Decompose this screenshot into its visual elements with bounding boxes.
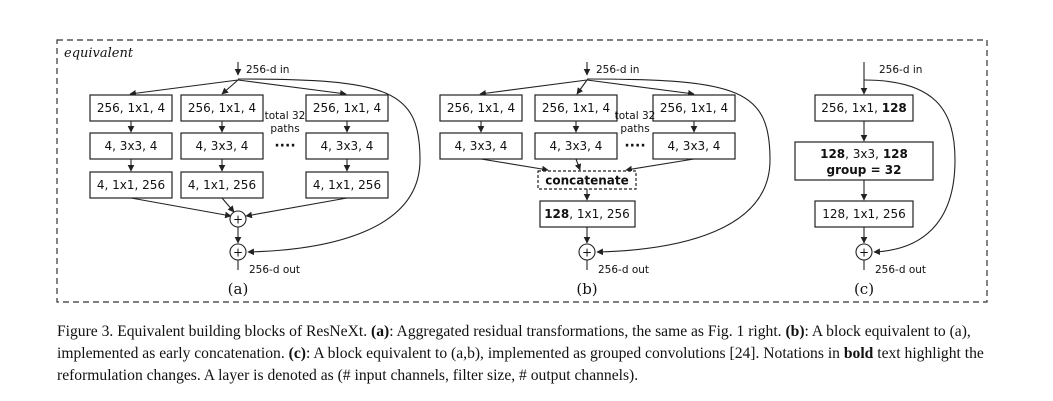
panel-b-path2-conv1-label: 256, 1x1, 4: [542, 101, 610, 115]
panel-a-path1-conv3-label: 4, 1x1, 256: [97, 178, 165, 192]
panel-a-path1-conv2-label: 4, 3x3, 4: [105, 139, 158, 153]
panel-b-total-paths-line1: total 32: [615, 110, 656, 122]
panel-a-path32-conv1: [305, 94, 389, 122]
panel-a-dots: ····: [274, 138, 295, 154]
equivalent-frame: [56, 39, 988, 303]
panel-c-output-label: 256-d out: [875, 264, 926, 276]
caption-a-text: : Aggregated residual transformations, t…: [389, 323, 786, 340]
panel-a-path32-conv3-label: 4, 1x1, 256: [313, 178, 381, 192]
panel-a-path2-conv3-label: 4, 1x1, 256: [188, 178, 256, 192]
caption-c-text: : A block equivalent to (a,b), implement…: [305, 345, 844, 362]
panel-b-shortcut: [586, 78, 771, 256]
panel-a-total-paths-line1: total 32: [265, 110, 306, 122]
panel-b-sublabel: (b): [576, 280, 597, 298]
panel-a-path2-conv1-label: 256, 1x1, 4: [188, 101, 256, 115]
panel-a: 256-d in 256, 1x1, 4 256, 1x1, 4 256, 1x…: [89, 62, 421, 298]
caption-bold-word: bold: [843, 345, 874, 362]
panel-c-conv3: [814, 200, 914, 228]
panel-a-total-paths-line2: paths: [270, 123, 299, 135]
panel-b-path2-conv1: [534, 94, 618, 122]
panel-a-path1-conv1-label: 256, 1x1, 4: [97, 101, 165, 115]
caption-b-text: : A block equivalent to (a), implemented…: [57, 323, 971, 362]
panel-b-path1-conv1-label: 256, 1x1, 4: [447, 101, 515, 115]
panel-c: 256-d in 256, 1x1, 128 128, 3x3, 128 gro…: [794, 62, 956, 298]
panel-a-input-label: 256-d in: [246, 64, 289, 76]
panel-a-path32-conv2: [305, 132, 389, 160]
panel-c-shortcut: [863, 79, 956, 256]
panel-a-path1-conv1: [89, 94, 173, 122]
panel-c-grouped-conv-line1: 128, 3x3, 128: [820, 147, 908, 161]
panel-b-path2-conv2-label: 4, 3x3, 4: [550, 139, 603, 153]
panel-c-conv1-label: 256, 1x1, 128: [821, 101, 907, 115]
panel-a-path2-conv2-label: 4, 3x3, 4: [196, 139, 249, 153]
panel-a-output-label: 256-d out: [249, 264, 300, 276]
panel-b-path1-conv2: [439, 132, 523, 160]
caption-prefix: Figure 3. Equivalent building blocks of …: [57, 323, 371, 340]
resnext-figure: equivalent 256-d in 256, 1x1, 4 256, 1x1…: [56, 39, 988, 303]
panel-a-sum-plus: +: [233, 213, 243, 227]
panel-c-residual-plus: +: [859, 246, 869, 260]
panel-a-path1-conv3: [89, 171, 173, 199]
panel-b-path1-conv2-label: 4, 3x3, 4: [455, 139, 508, 153]
panel-c-grouped-conv: [794, 141, 934, 181]
figure-caption: Figure 3. Equivalent building blocks of …: [57, 321, 1032, 387]
panel-a-sublabel: (a): [228, 280, 249, 298]
panel-a-shortcut: [237, 78, 421, 256]
panel-c-grouped-conv-line2: group = 32: [827, 163, 902, 177]
equivalent-label: equivalent: [64, 46, 134, 61]
panel-b-path32-conv1: [652, 94, 736, 122]
panel-b-final-conv-label: 128, 1x1, 256: [544, 207, 630, 221]
panel-c-input-label: 256-d in: [879, 64, 922, 76]
panel-b-final-conv: [539, 200, 636, 228]
panel-b-residual-plus: +: [582, 246, 592, 260]
panel-b-path32-conv1-label: 256, 1x1, 4: [660, 101, 728, 115]
caption-b-tag: (b): [785, 323, 805, 340]
caption-suffix: text highlight the reformulation changes…: [57, 345, 984, 384]
caption-a-tag: (a): [371, 323, 390, 340]
panel-a-path32-conv1-label: 256, 1x1, 4: [313, 101, 381, 115]
panel-a-path32-conv2-label: 4, 3x3, 4: [321, 139, 374, 153]
panel-c-sublabel: (c): [854, 280, 874, 298]
caption-c-tag: (c): [288, 345, 306, 362]
panel-b: 256-d in 256, 1x1, 4 256, 1x1, 4 256, 1x…: [439, 62, 771, 298]
panel-b-total-paths-line2: paths: [620, 123, 649, 135]
panel-b-input-label: 256-d in: [596, 64, 639, 76]
panel-a-residual-plus: +: [233, 246, 243, 260]
panel-b-path2-conv2: [534, 132, 618, 160]
panel-b-output-label: 256-d out: [598, 264, 649, 276]
panel-b-path32-conv2-label: 4, 3x3, 4: [668, 139, 721, 153]
panel-c-conv3-label: 128, 1x1, 256: [822, 207, 905, 221]
panel-a-path2-conv2: [180, 132, 264, 160]
panel-a-path32-conv3: [305, 171, 389, 199]
panel-b-concatenate-label: concatenate: [545, 174, 629, 188]
panel-b-dots: ····: [624, 138, 645, 154]
